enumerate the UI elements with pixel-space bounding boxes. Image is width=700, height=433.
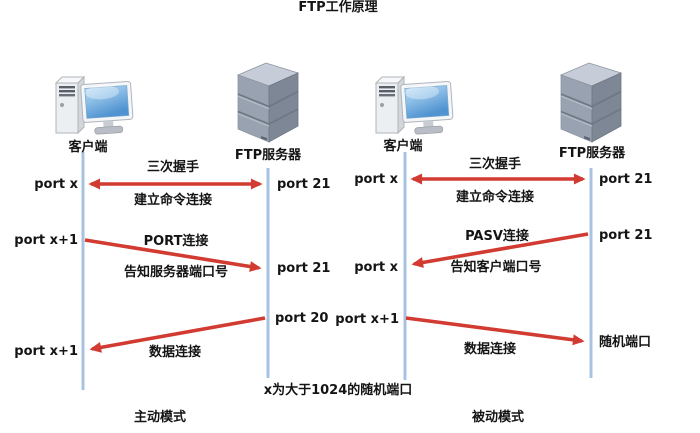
passive-data-client-port: port x+1 bbox=[335, 312, 399, 327]
passive-server-label: FTP服务器 bbox=[558, 146, 626, 161]
active-data-label: 数据连接 bbox=[148, 345, 201, 360]
passive-pasv-below-label: 告知客户端口号 bbox=[450, 260, 542, 275]
passive-handshake-below-label: 建立命令连接 bbox=[455, 190, 534, 205]
active-mode-label: 主动模式 bbox=[133, 410, 186, 425]
active-client-label: 客户端 bbox=[68, 140, 108, 155]
passive-mode-label: 被动模式 bbox=[471, 410, 524, 425]
active-server-label: FTP服务器 bbox=[234, 148, 302, 163]
passive-handshake-client-port: port x bbox=[354, 172, 398, 187]
passive-ftp-server-icon bbox=[560, 62, 622, 143]
footer-note: x为大于1024的随机端口 bbox=[263, 383, 413, 398]
active-handshake-above-label: 三次握手 bbox=[146, 160, 199, 175]
active-client-computer-icon bbox=[55, 76, 135, 136]
diagram-title: FTP工作原理 bbox=[298, 0, 378, 15]
passive-pasv-server-port: port 21 bbox=[599, 228, 653, 243]
active-handshake-below-label: 建立命令连接 bbox=[133, 193, 212, 208]
active-handshake-server-port: port 21 bbox=[277, 177, 331, 192]
passive-pasv-client-port: port x bbox=[354, 260, 398, 275]
active-data-server-port: port 20 bbox=[275, 311, 329, 326]
passive-pasv-above-label: PASV连接 bbox=[465, 229, 529, 244]
active-handshake-client-port: port x bbox=[34, 177, 78, 192]
active-port-client-port: port x+1 bbox=[14, 233, 78, 248]
passive-client-computer-icon bbox=[375, 76, 455, 136]
active-port-above-label: PORT连接 bbox=[143, 234, 209, 249]
active-port-below-label: 告知服务器端口号 bbox=[123, 265, 228, 280]
passive-data-label: 数据连接 bbox=[463, 342, 516, 357]
active-port-connect-arrow bbox=[84, 238, 262, 272]
active-data-connect-arrow bbox=[89, 316, 266, 353]
active-port-server-port: port 21 bbox=[277, 261, 331, 276]
active-ftp-server-icon bbox=[237, 62, 299, 143]
passive-client-label: 客户端 bbox=[383, 139, 423, 154]
passive-handshake-above-label: 三次握手 bbox=[468, 157, 521, 172]
passive-data-server-port: 随机端口 bbox=[599, 335, 652, 350]
passive-pasv-connect-arrow bbox=[411, 232, 589, 268]
passive-handshake-server-port: port 21 bbox=[599, 172, 653, 187]
active-data-client-port: port x+1 bbox=[14, 344, 78, 359]
passive-data-connect-arrow bbox=[405, 316, 585, 346]
